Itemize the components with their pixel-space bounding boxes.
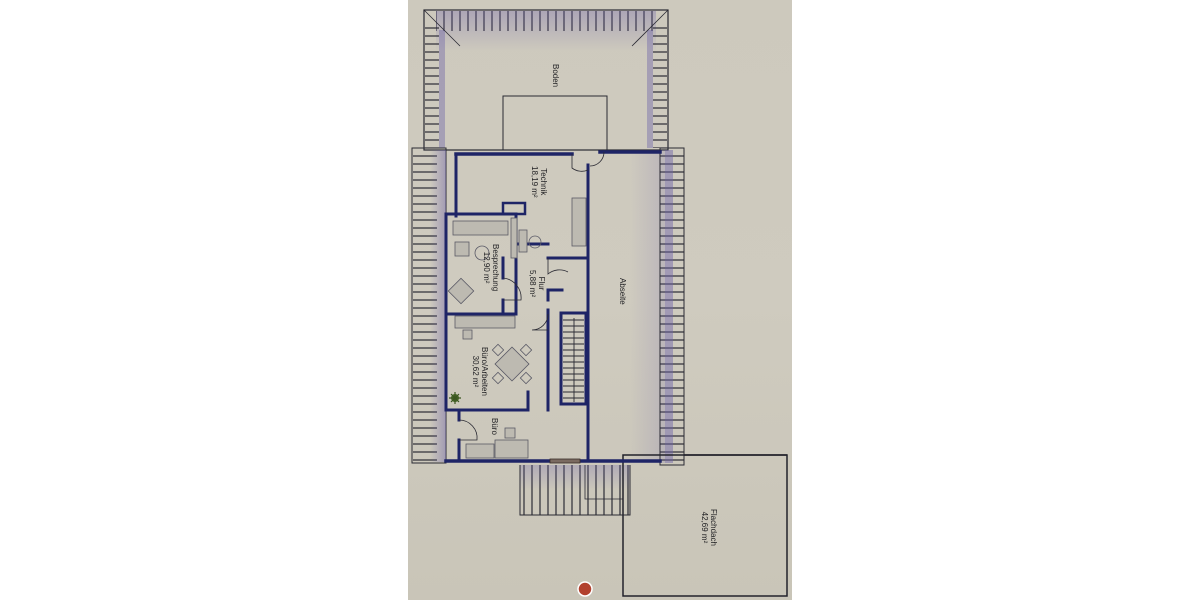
staircase bbox=[563, 318, 584, 402]
room-name: Flachdach bbox=[709, 509, 718, 546]
room-name: Technik bbox=[539, 168, 548, 196]
room-area: 5,88 m² bbox=[528, 270, 537, 298]
room-area: 12,90 m² bbox=[482, 251, 491, 284]
roof-right bbox=[630, 147, 685, 466]
room-area: 18,19 m² bbox=[530, 166, 539, 198]
room-area: 30,62 m² bbox=[471, 355, 480, 388]
room-name: Boden bbox=[551, 64, 560, 88]
walls bbox=[444, 150, 662, 463]
room-name: Besprechung bbox=[491, 244, 500, 292]
room-label-technik: Technik 18,19 m² bbox=[530, 166, 548, 198]
room-label-boden: Boden bbox=[551, 64, 560, 87]
roof-bottom-stairs bbox=[519, 465, 631, 516]
room-name: Büro bbox=[490, 418, 499, 435]
room-name: Abseite bbox=[618, 278, 627, 305]
window-sill bbox=[549, 458, 581, 464]
room-label-flachdach: Flachdach 42,69 m² bbox=[700, 509, 718, 546]
room-label-abseite: Abseite bbox=[618, 278, 627, 305]
roof-boden bbox=[423, 9, 669, 151]
room-area: 42,69 m² bbox=[700, 511, 709, 544]
room-label-buero-arbeiten: Büro/Arbeiten 30,62 m² bbox=[471, 347, 489, 396]
marker-dot bbox=[577, 581, 593, 597]
door-swings bbox=[458, 151, 605, 441]
room-label-buero: Büro bbox=[490, 418, 499, 435]
room-name: Büro/Arbeiten bbox=[480, 347, 489, 396]
room-label-besprechung: Besprechung 12,90 m² bbox=[482, 244, 500, 291]
furniture bbox=[447, 197, 587, 459]
plant-icon bbox=[449, 392, 461, 404]
room-name: Flur bbox=[537, 276, 546, 291]
room-label-flur: Flur 5,88 m² bbox=[528, 270, 546, 297]
roof-left bbox=[411, 147, 447, 464]
